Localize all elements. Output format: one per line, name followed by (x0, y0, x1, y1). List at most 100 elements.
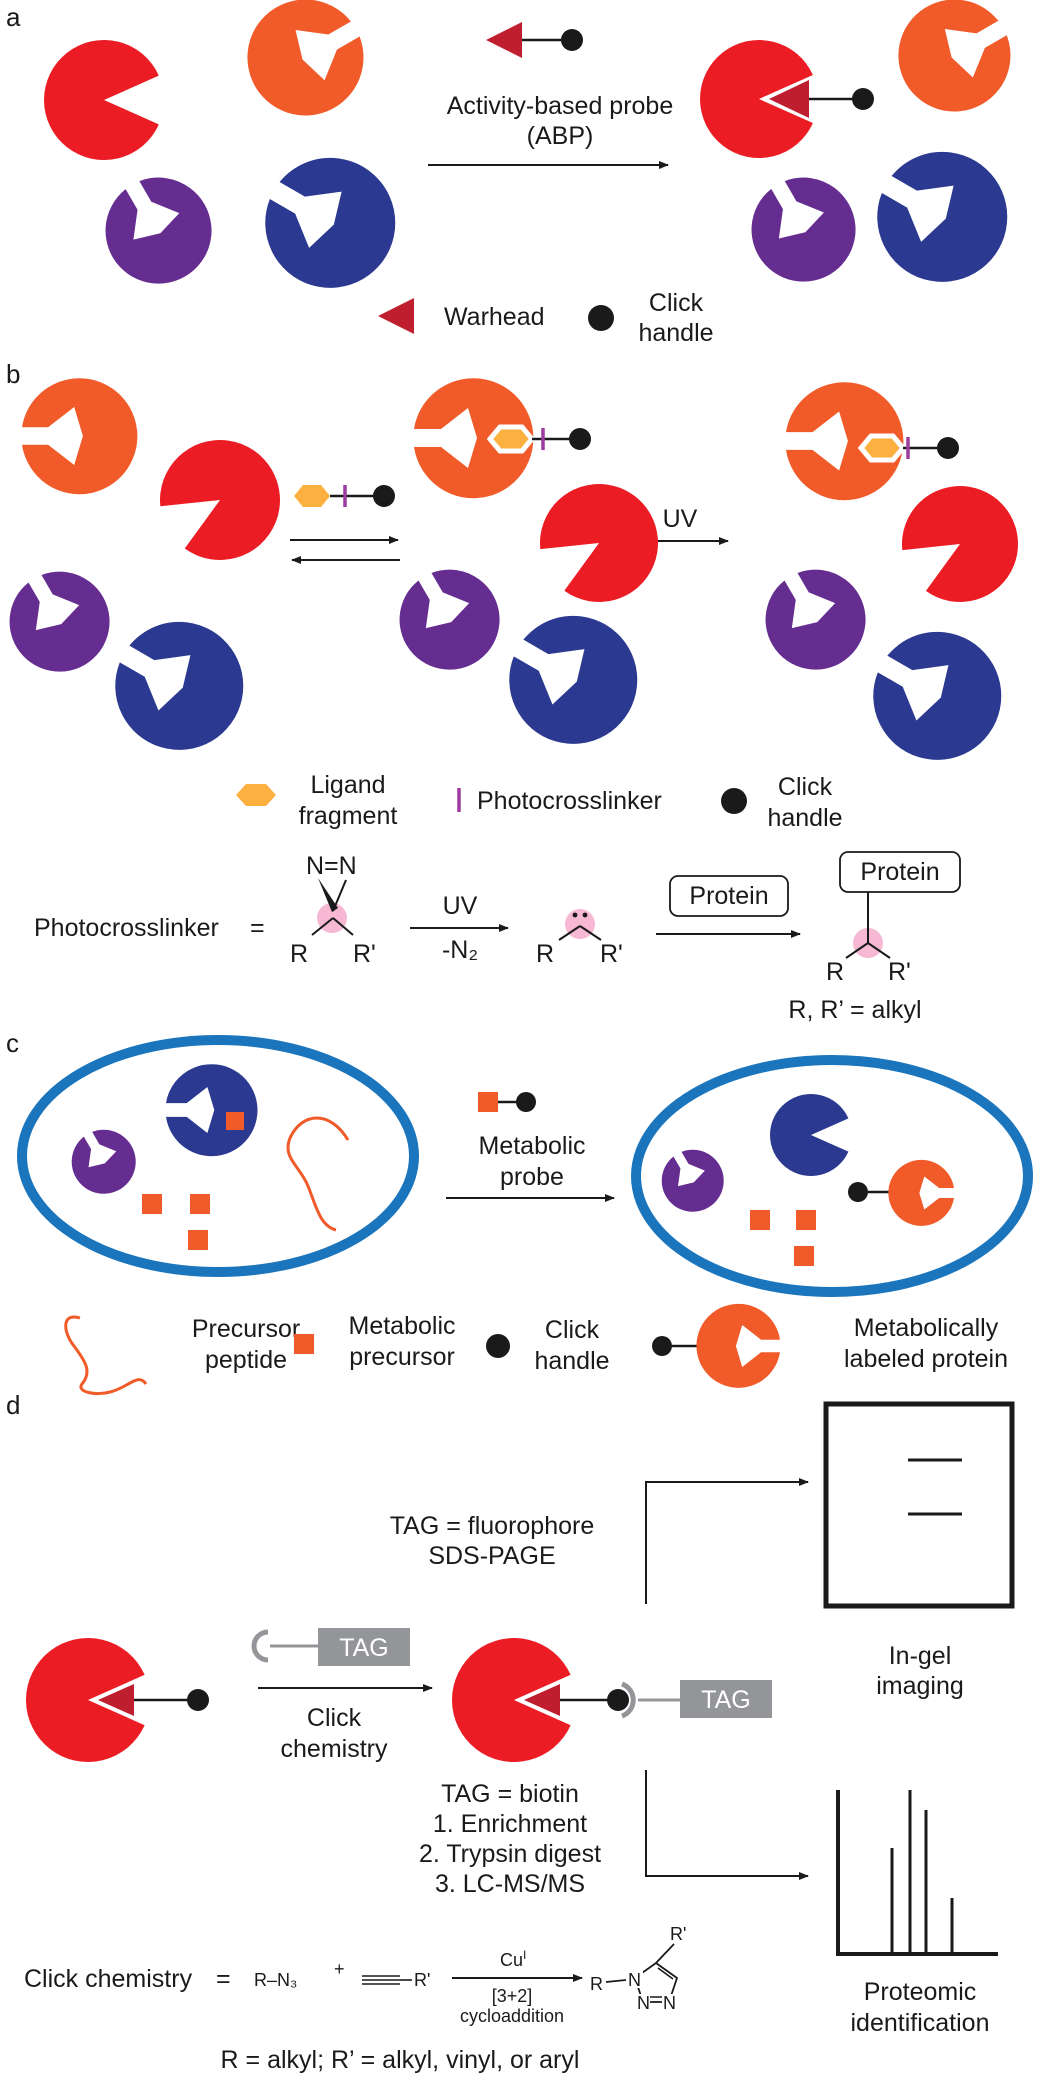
legend-click: Click (778, 773, 833, 801)
legend-labeled-click-icon (652, 1336, 672, 1356)
panel-a: a Activity-based probe (ABP) Warhead Cli… (6, 0, 1032, 347)
panel-d: d TAG Click chemistry TAG TAG = fluoroph… (6, 1390, 1015, 2074)
diazirine-rp: R' (353, 940, 376, 968)
click-label: Click (307, 1704, 362, 1732)
bound-ligand-icon (857, 433, 907, 463)
product-r: R (826, 958, 844, 986)
metabolic-probe-label: Metabolic (479, 1132, 586, 1160)
abp-arrow-label-2: (ABP) (527, 122, 594, 150)
legend-click-handle-icon (486, 1334, 510, 1358)
bound-ligand-icon (486, 424, 536, 454)
tag-label-bound: TAG (701, 1686, 751, 1714)
proteomic-label-2: identification (851, 2009, 990, 2037)
carbene-r: R (536, 940, 554, 968)
lcms-step: 3. LC-MS/MS (435, 1870, 585, 1898)
cc-label: Click chemistry (24, 1965, 193, 1993)
protein-label: Protein (689, 882, 768, 910)
enzyme-purple (60, 1118, 148, 1206)
precursor-peptide (286, 1116, 350, 1232)
ingel-label: In-gel (889, 1642, 952, 1670)
legend-precursor-icon (294, 1334, 314, 1354)
enrichment-step: 1. Enrichment (433, 1810, 587, 1838)
alkyne-triple-bond (362, 1975, 412, 1985)
legend-warhead-icon (378, 298, 414, 334)
warhead-icon (98, 1684, 134, 1716)
enzyme-purple (732, 159, 875, 301)
metabolic-precursor (796, 1210, 816, 1230)
legend-handle: handle (534, 1347, 609, 1375)
legend-click-handle-icon (721, 788, 747, 814)
legend-ligand: Ligand (310, 771, 385, 799)
biotin-label: TAG = biotin (441, 1780, 579, 1808)
gel-image (823, 1401, 1015, 1609)
abp-arrow-label: Activity-based probe (447, 92, 674, 120)
triazole-rp: R' (670, 1924, 686, 1944)
legend-warhead: Warhead (444, 303, 545, 331)
proteomic-label: Proteomic (864, 1978, 977, 2006)
panel-b-letter: b (6, 359, 20, 389)
enzyme-purple (0, 553, 128, 690)
pcl-equals: = (250, 914, 265, 942)
metabolic-precursor (750, 1210, 770, 1230)
enzyme-red-pacman (43, 39, 159, 160)
ligand-fragment-icon (294, 485, 330, 507)
fluorophore-label: TAG = fluorophore (390, 1512, 595, 1540)
enzyme-blue (850, 608, 1025, 784)
legend-click: Click (649, 289, 704, 317)
protein-box (669, 875, 789, 917)
panel-b: b UV (0, 359, 1040, 1024)
carbene-rp: R' (600, 940, 623, 968)
triazole-n2: N (637, 1993, 650, 2013)
pcl-footnote: R, R’ = alkyl (788, 996, 921, 1024)
enzyme-red (522, 462, 680, 622)
uv-label: UV (663, 505, 698, 533)
carbene-highlight (565, 909, 595, 939)
warhead-icon (524, 1684, 560, 1716)
enzyme-purple (86, 158, 231, 304)
tag-reagent-arc (251, 1629, 269, 1663)
cell-membrane-right (631, 1055, 1033, 1297)
warhead-icon (769, 80, 809, 118)
enzyme-orange (226, 0, 385, 137)
legend-click: Click (545, 1316, 600, 1344)
legend-labeled-2: labeled protein (844, 1345, 1008, 1373)
click-handle-icon (569, 428, 591, 450)
click-label-2: chemistry (281, 1735, 388, 1763)
warhead-icon (486, 22, 522, 58)
product-rp: R' (888, 958, 911, 986)
enzyme-blue (486, 592, 661, 768)
wedge-bond (318, 878, 338, 912)
cu-label: CuI (500, 1948, 526, 1970)
pcl-minus-n2: -N₂ (442, 936, 478, 964)
metabolic-probe-square (478, 1092, 498, 1112)
trypsin-step: 2. Trypsin digest (419, 1840, 601, 1868)
click-handle-icon (607, 1689, 629, 1711)
cyclo-label: [3+2] (492, 1986, 533, 2006)
panel-a-letter: a (6, 2, 21, 32)
pcl-label: Photocrosslinker (34, 914, 219, 942)
triazole-n3: N (663, 1993, 676, 2013)
metabolic-precursor (794, 1246, 814, 1266)
tag-label: TAG (339, 1634, 389, 1662)
cc-equals: = (216, 1965, 231, 1993)
enzyme-purple (381, 551, 518, 688)
metabolic-precursor (188, 1230, 208, 1250)
alkyne-r: R' (414, 1970, 430, 1990)
legend-peptide-2: peptide (205, 1346, 287, 1374)
click-handle-icon (373, 485, 395, 507)
metabolic-probe-label-2: probe (500, 1163, 564, 1191)
triazole-r: R (590, 1974, 603, 1994)
cc-plus: + (334, 1959, 345, 1979)
legend-peptide: Precursor (192, 1315, 300, 1343)
enzyme-red (142, 418, 302, 580)
click-handle-icon (187, 1689, 209, 1711)
ligand-probe (294, 485, 395, 507)
cyclo-label-2: cycloaddition (460, 2006, 564, 2026)
cell-membrane-left (17, 1035, 419, 1277)
panel-c: c Metabolic probe Precursor peptide Meta… (6, 1028, 1033, 1396)
fluorophore-arrow (645, 1478, 809, 1604)
metabolic-precursor (142, 1194, 162, 1214)
diazirine-r: R (290, 940, 308, 968)
triazole-n1: N (628, 1970, 641, 1990)
